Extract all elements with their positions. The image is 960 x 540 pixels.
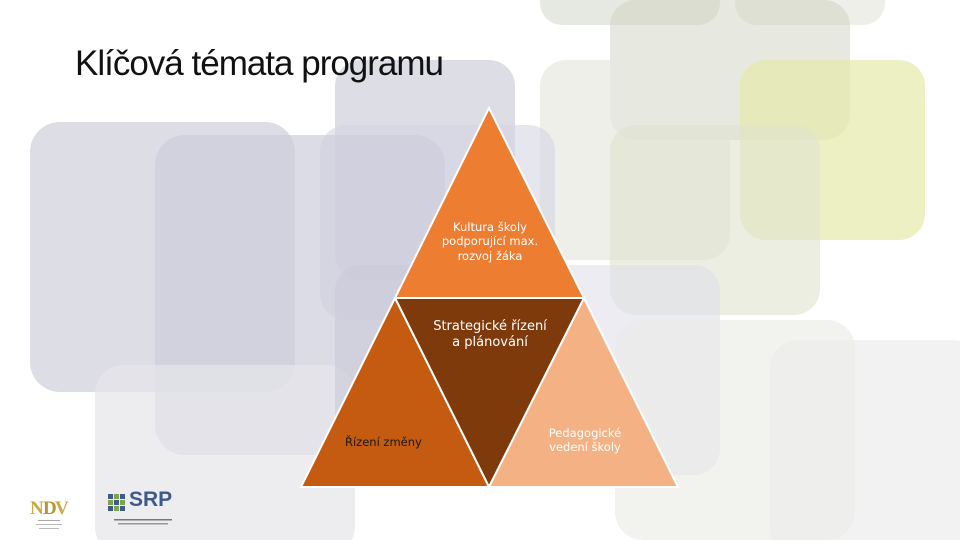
srp-logo-text: SRP (129, 488, 173, 511)
pyramid-left-segment (299, 295, 491, 488)
pyramid-top-segment (393, 105, 586, 299)
pyramid-right-label: Pedagogické vedení školy (548, 426, 622, 455)
slide-title: Klíčová témata programu (75, 44, 444, 83)
srp-logo-grid-icon (108, 494, 126, 512)
pyramid-left-label: Řízení změny (345, 435, 422, 449)
nidv-logo-mark: N D V (30, 498, 69, 529)
pyramid-right-segment (487, 295, 680, 488)
svg-text:D: D (43, 498, 57, 519)
srp-logo: SRP (108, 488, 183, 532)
svg-text:V: V (55, 498, 69, 519)
pyramid-top-label: Kultura školy podporující max. rozvoj žá… (441, 220, 539, 263)
svg-text:N: N (30, 498, 44, 519)
srp-logo-subtitle-lines (114, 519, 172, 525)
pyramid-middle-label: Strategické řízení a plánování (433, 319, 547, 351)
nidv-logo: N D V (28, 494, 70, 534)
